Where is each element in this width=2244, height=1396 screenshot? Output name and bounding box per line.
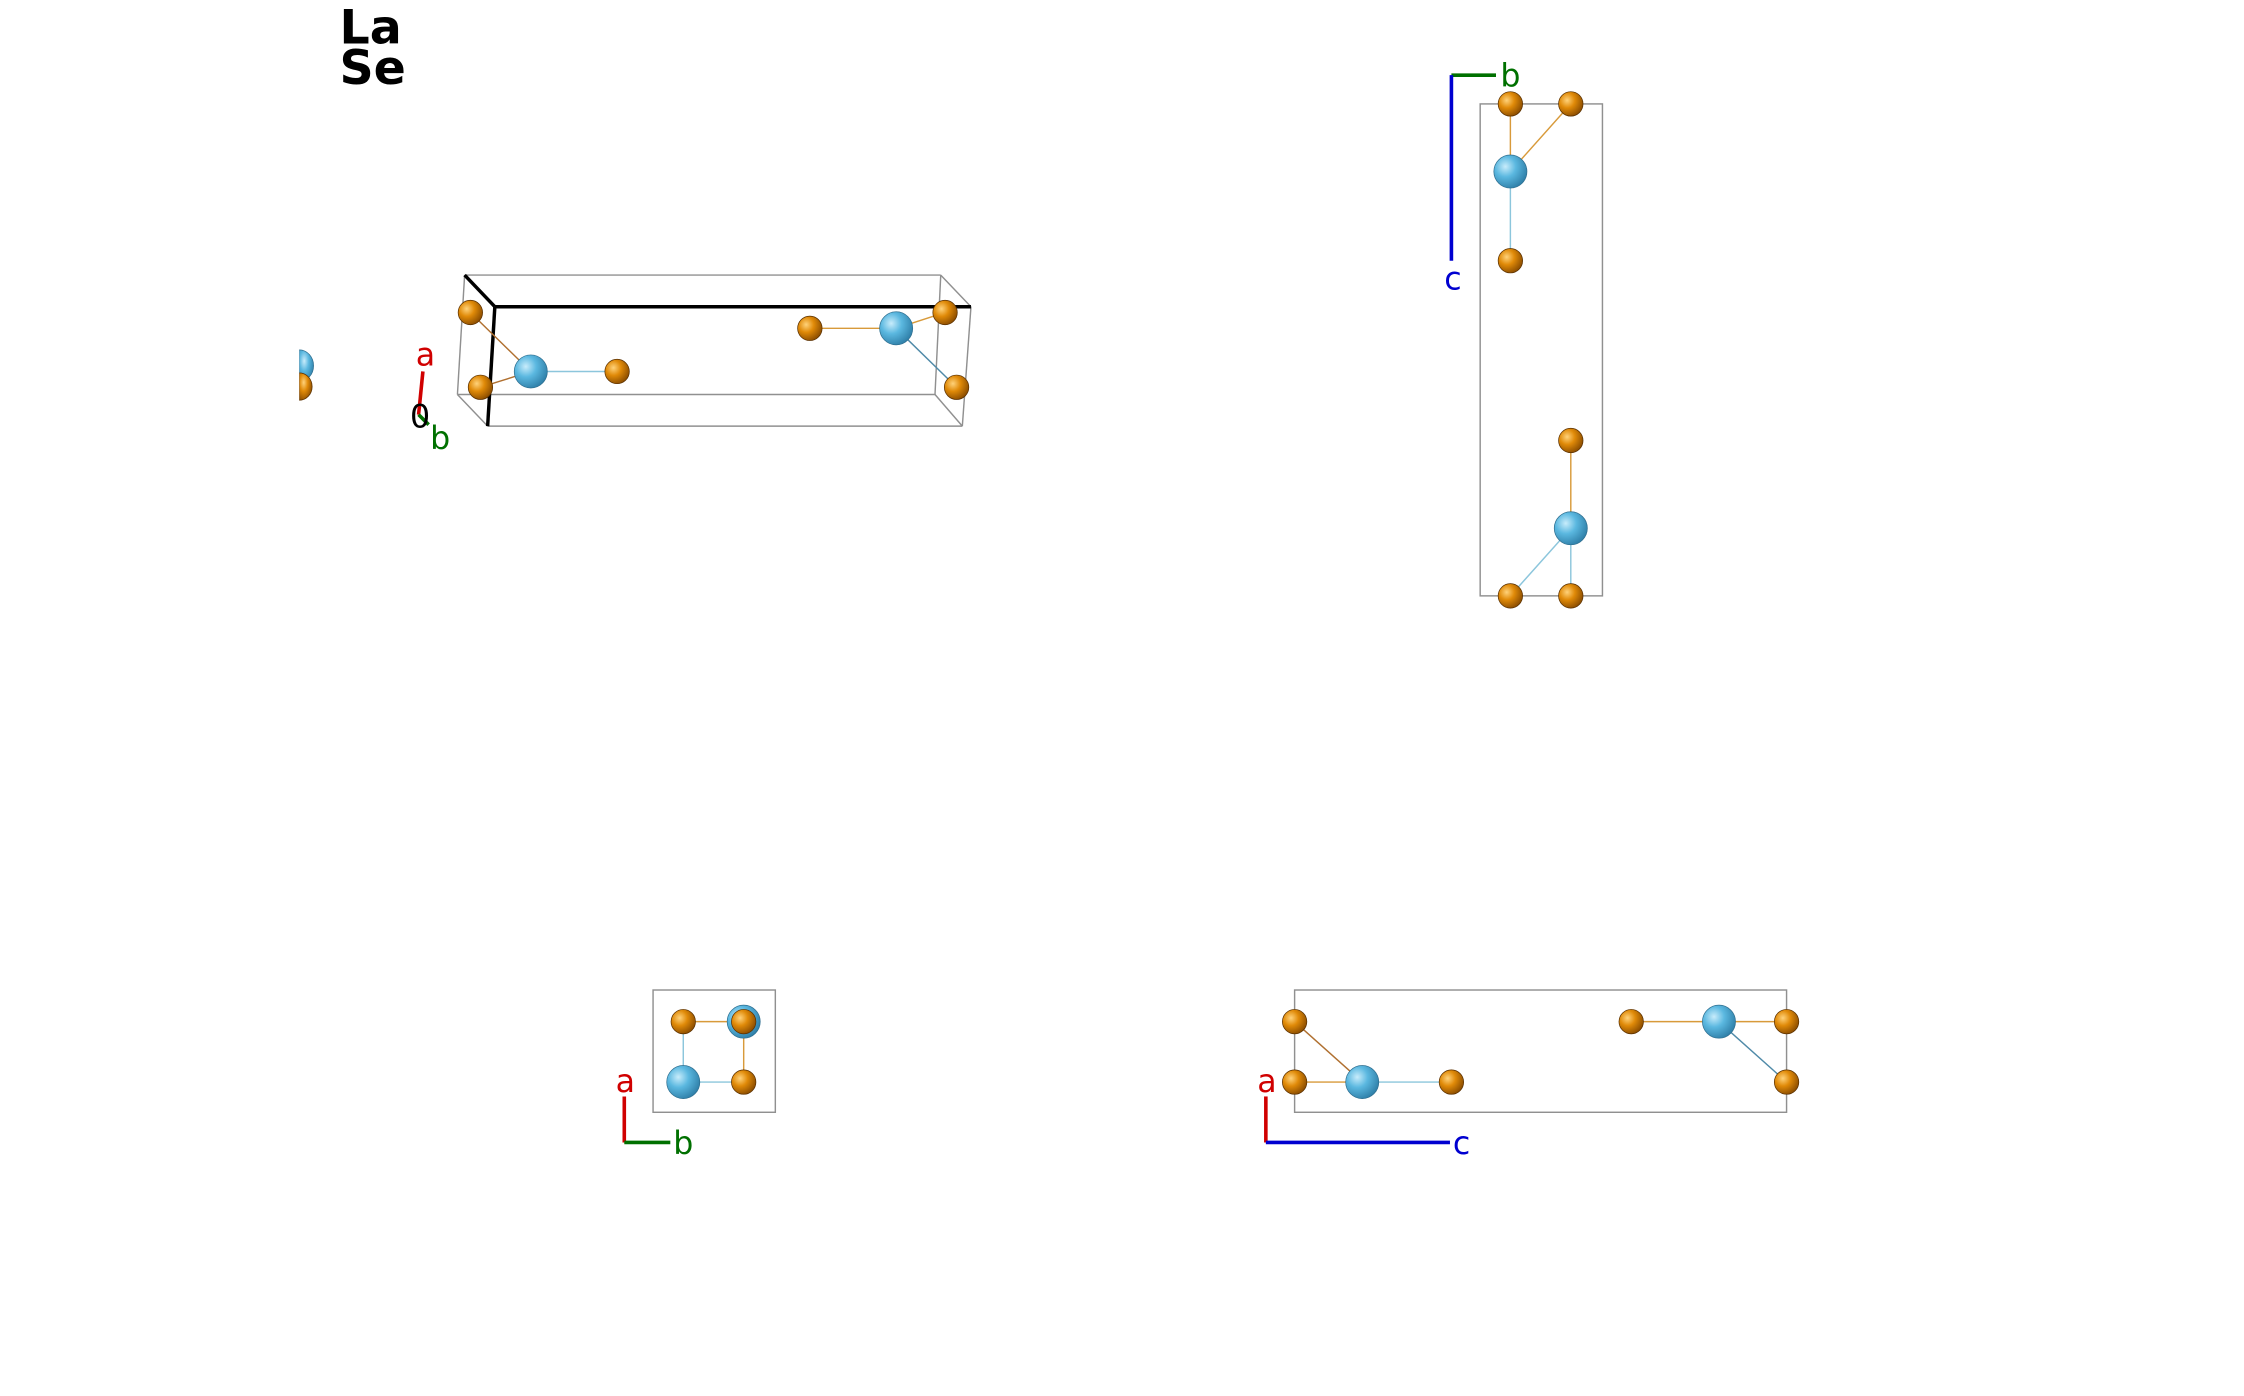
se-atom (1558, 427, 1584, 454)
atoms-ac (1282, 1004, 1800, 1099)
se-atom (467, 374, 494, 400)
legend-se-label: Se (339, 41, 405, 96)
la-atom (513, 354, 548, 389)
axis-a-label: a (616, 1064, 635, 1100)
axis-b-label: b (430, 421, 450, 457)
axis-b-label: b (673, 1126, 693, 1162)
se-atom-partial (298, 372, 313, 401)
legend-la-label: La (339, 1, 401, 56)
perspective-view: a 0 b (287, 273, 972, 457)
la-atom (666, 1065, 701, 1099)
clipped-atoms (287, 342, 314, 408)
se-atom (932, 299, 958, 326)
axis-indicator-bc: b c (1444, 59, 1520, 298)
se-atom (1282, 1009, 1308, 1035)
axis-indicator-perspective: a 0 b (410, 338, 450, 457)
axis-indicator-ab: a b (616, 1064, 694, 1162)
axis-c-label: c (1453, 1126, 1470, 1162)
se-atom (1618, 1009, 1644, 1035)
se-atom (457, 299, 483, 326)
se-atom (1773, 1069, 1800, 1095)
atoms-perspective (457, 299, 970, 400)
unit-cell-front-edges (463, 273, 971, 427)
axis-a-label: a (1257, 1064, 1276, 1100)
la-atom (1553, 511, 1588, 546)
unit-cell-perspective (456, 274, 972, 427)
ab-projection-view: a b (616, 989, 777, 1162)
atoms-ab (666, 1004, 761, 1099)
se-atom (1438, 1069, 1464, 1095)
se-atom (731, 1069, 757, 1095)
axis-origin-label: 0 (410, 400, 430, 436)
atoms-bc (1493, 91, 1588, 609)
bc-projection-view: b c (1444, 59, 1604, 609)
se-atom (1497, 91, 1523, 117)
se-atom (1282, 1069, 1308, 1095)
legend: La Se (339, 1, 405, 96)
axis-indicator-ac: a c (1257, 1064, 1470, 1162)
axis-c-label: c (1444, 261, 1461, 297)
la-atom (1702, 1004, 1736, 1039)
unit-cell-ac (1293, 989, 1788, 1113)
se-atom (1497, 248, 1523, 274)
se-atom (1558, 91, 1584, 117)
la-atom (1345, 1065, 1380, 1099)
se-atom (1497, 583, 1523, 609)
se-atom (943, 374, 970, 400)
se-atom (604, 358, 630, 385)
ac-projection-view: a c (1257, 989, 1800, 1162)
axis-a-label: a (416, 338, 435, 374)
se-atom (670, 1009, 696, 1035)
se-atom (731, 1009, 757, 1035)
se-atom (1773, 1009, 1800, 1035)
se-atom (1558, 583, 1584, 609)
la-atom (879, 311, 914, 346)
axis-b-label: b (1500, 59, 1520, 95)
la-atom (1493, 154, 1528, 189)
unit-cell-ab (652, 989, 777, 1113)
se-atom (797, 315, 823, 341)
unit-cell-bc (1479, 103, 1604, 597)
